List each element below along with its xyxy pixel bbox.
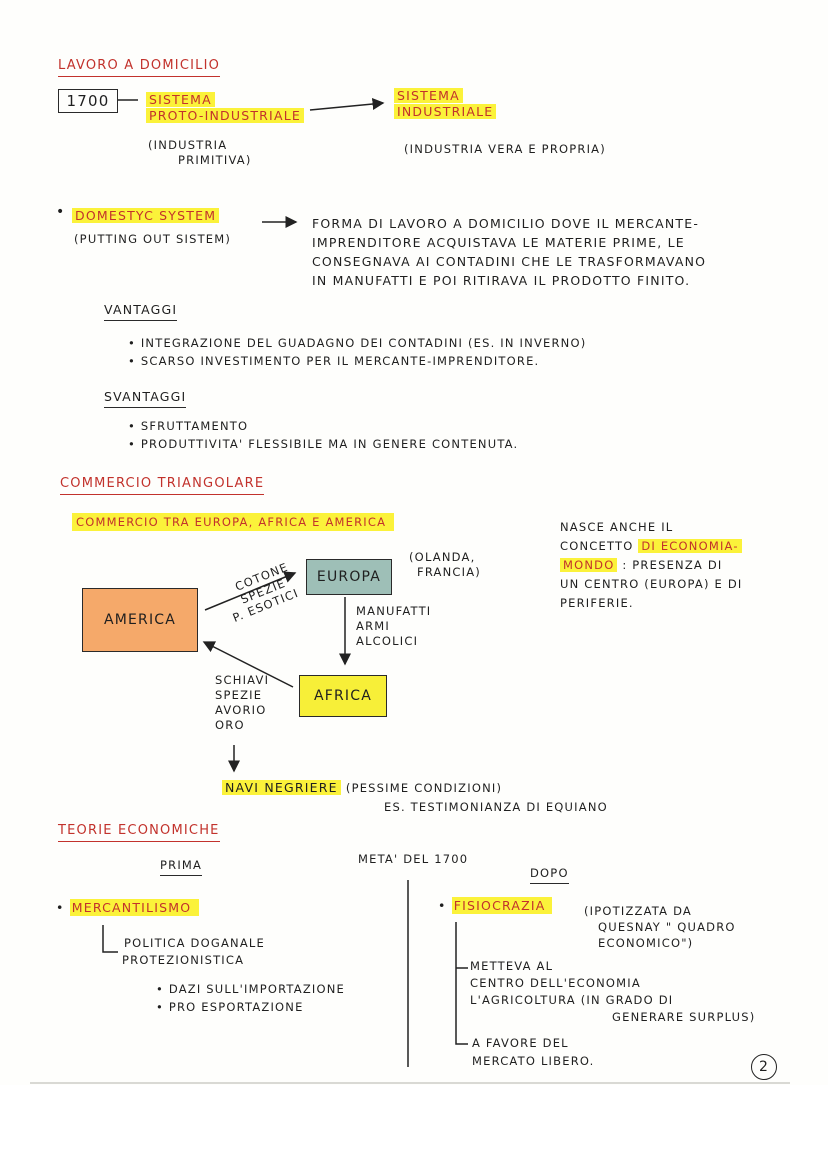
europa-box: EUROPA xyxy=(306,559,392,595)
physiocracy-bracket xyxy=(455,922,468,1045)
equiano-note: ES. TESTIMONIANZA DI EQUIANO xyxy=(384,800,608,814)
year-box: 1700 xyxy=(58,89,118,113)
prima-heading: PRIMA xyxy=(160,858,203,876)
proto-note: (INDUSTRIA PRIMITIVA) xyxy=(148,138,252,167)
page-edge xyxy=(30,1082,790,1084)
fisiocrazia-point-market: A FAVORE DEL MERCATO LIBERO. xyxy=(472,1036,595,1068)
america-box: AMERICA xyxy=(82,588,198,652)
industrial-label: SISTEMA INDUSTRIALE xyxy=(394,88,497,120)
economia-mondo-note: NASCE ANCHE IL CONCETTO DI ECONOMIA- MON… xyxy=(560,520,743,610)
domestic-title: DOMESTYC SYSTEM xyxy=(72,208,220,224)
fisiocrazia-note: (IPOTIZZATA DA QUESNAY " QUADRO ECONOMIC… xyxy=(584,904,736,950)
europa-note: (OLANDA, FRANCIA) xyxy=(409,550,481,579)
vantaggi-heading: VANTAGGI xyxy=(104,302,178,321)
domestic-subtitle: (PUTTING OUT SISTEM) xyxy=(74,232,232,246)
svantaggi-heading: SVANTAGGI xyxy=(104,389,187,408)
meta-1700: META' DEL 1700 xyxy=(358,852,469,866)
fisiocrazia: • FISIOCRAZIA xyxy=(438,897,552,914)
section-title-commercio: COMMERCIO TRIANGOLARE xyxy=(60,476,265,495)
mercantilismo-bullets: • DAZI SULL'IMPORTAZIONE • PRO ESPORTAZI… xyxy=(156,982,346,1014)
mercantilism-bracket xyxy=(102,925,118,953)
america-to-europa-arrow xyxy=(204,571,297,611)
svantaggi-list: • SFRUTTAMENTO • PRODUTTIVITA' FLESSIBIL… xyxy=(128,419,519,451)
proto-to-industrial-arrow xyxy=(309,98,385,111)
goods-europa-africa: MANUFATTI ARMI ALCOLICI xyxy=(356,604,432,648)
domestic-definition: FORMA DI LAVORO A DOMICILIO DOVE IL MERC… xyxy=(312,216,707,288)
africa-box: AFRICA xyxy=(299,675,387,717)
africa-to-america-arrow xyxy=(202,641,294,688)
dopo-heading: DOPO xyxy=(530,866,569,884)
goods-africa-america: SCHIAVI SPEZIE AVORIO ORO xyxy=(215,673,270,732)
section-title-lavoro: LAVORO A DOMICILIO xyxy=(58,58,221,77)
fisiocrazia-point-agriculture: METTEVA AL CENTRO DELL'ECONOMIA L'AGRICO… xyxy=(470,959,756,1024)
bullet-dot: • xyxy=(56,204,66,220)
industrial-note: (INDUSTRIA VERA E PROPRIA) xyxy=(404,142,606,156)
navi-negriere: NAVI NEGRIERE (PESSIME CONDIZIONI) xyxy=(222,780,502,796)
mercantilismo-policy: POLITICA DOGANALE PROTEZIONISTICA xyxy=(122,936,265,967)
vantaggi-list: • INTEGRAZIONE DEL GUADAGNO DEI CONTADIN… xyxy=(128,336,587,368)
proto-label: SISTEMA PROTO-INDUSTRIALE xyxy=(146,92,304,124)
mercantilismo: • MERCANTILISMO xyxy=(56,899,200,916)
commercio-subtitle: COMMERCIO TRA EUROPA, AFRICA E AMERICA xyxy=(72,513,395,531)
page-number: 2 xyxy=(751,1054,777,1080)
section-title-teorie: TEORIE ECONOMICHE xyxy=(58,823,220,842)
